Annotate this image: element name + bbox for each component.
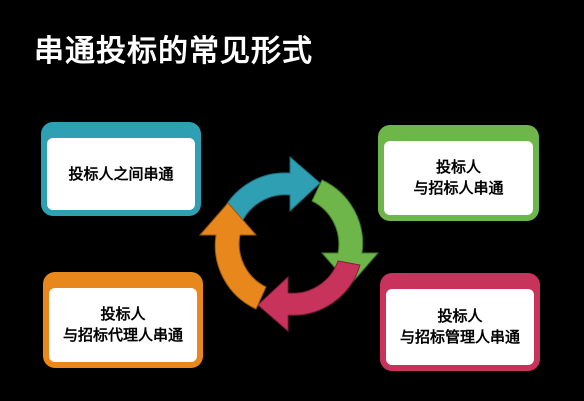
card-bidder-agent-body: 投标人 与招标代理人串通 (49, 288, 197, 362)
page-title: 串通投标的常见形式 (34, 34, 313, 69)
card-bidder-tenderer-line2: 与招标人串通 (413, 179, 504, 197)
card-bidder-manager-body: 投标人 与招标管理人串通 (386, 289, 534, 365)
card-bidder-manager-line1: 投标人 (437, 307, 483, 325)
card-bidder-agent-line1: 投标人 (100, 305, 146, 323)
card-bidder-tenderer-line1: 投标人 (435, 158, 481, 176)
card-bidder-manager: 投标人 与招标管理人串通 (380, 273, 540, 371)
card-bidder-agent-line2: 与招标代理人串通 (62, 326, 183, 344)
card-colluding-bidders-line1: 投标人之间串通 (68, 164, 174, 183)
card-colluding-bidders: 投标人之间串通 (41, 122, 201, 216)
card-bidder-tenderer-body: 投标人 与招标人串通 (384, 141, 533, 215)
cycle-arrows (198, 155, 380, 333)
card-bidder-manager-line2: 与招标管理人串通 (399, 328, 520, 346)
teal-cycle-arrow (217, 155, 321, 228)
card-bidder-tenderer: 投标人 与招标人串通 (378, 125, 539, 221)
orange-cycle-arrow (198, 202, 267, 310)
crimson-cycle-arrow (257, 260, 361, 333)
green-cycle-arrow (311, 179, 380, 286)
card-colluding-bidders-body: 投标人之间串通 (47, 138, 195, 210)
card-bidder-agent: 投标人 与招标代理人串通 (43, 272, 203, 368)
